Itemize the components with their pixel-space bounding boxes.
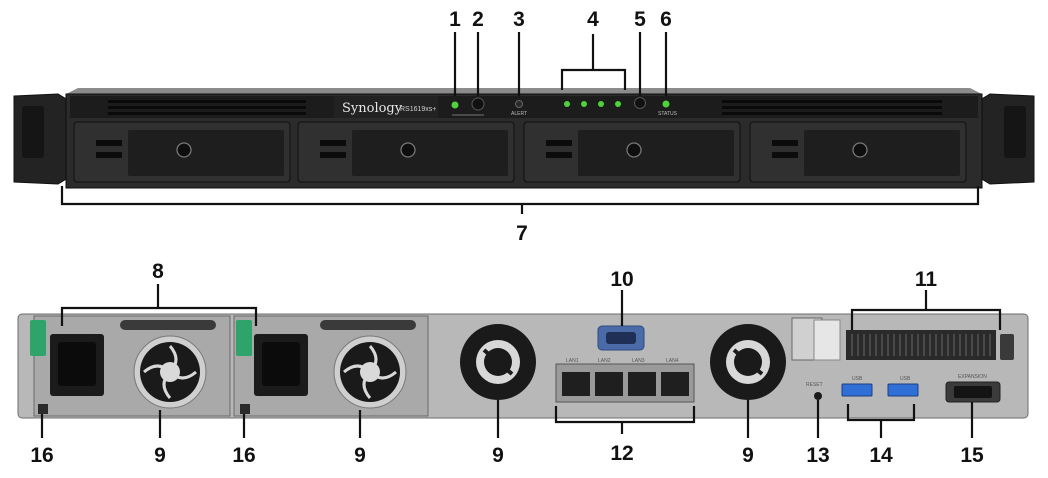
lan-port-4[interactable] bbox=[661, 372, 689, 396]
lan-label-1: LAN1 bbox=[566, 358, 579, 364]
expansion-label: EXPANSION bbox=[958, 374, 987, 380]
drive-led-2 bbox=[581, 101, 587, 107]
psu-handle[interactable] bbox=[120, 320, 216, 330]
usb-label-2: USB bbox=[900, 376, 911, 382]
left-ear-slot bbox=[22, 106, 44, 158]
rear-view: LAN1 LAN2 LAN3 LAN4 bbox=[17, 260, 1029, 467]
lan-port-3[interactable] bbox=[628, 372, 656, 396]
tray-lock-icon[interactable] bbox=[400, 142, 416, 158]
callout-7: 7 bbox=[516, 222, 528, 245]
psu-release-lever[interactable] bbox=[236, 320, 252, 356]
callout-9: 9 bbox=[154, 444, 166, 467]
callout-12: 12 bbox=[610, 442, 633, 465]
callout-5: 5 bbox=[634, 8, 646, 31]
power-button[interactable] bbox=[471, 97, 485, 111]
drive-led-4 bbox=[615, 101, 621, 107]
callout-10: 10 bbox=[610, 268, 633, 291]
rear-leader-lines bbox=[40, 284, 1002, 438]
psu-1 bbox=[30, 315, 231, 417]
tray-lock-icon[interactable] bbox=[176, 142, 192, 158]
callout-14: 14 bbox=[869, 444, 893, 467]
usb-label-1: USB bbox=[852, 376, 863, 382]
callout-16: 16 bbox=[30, 444, 53, 467]
callout-9: 9 bbox=[492, 444, 504, 467]
pcie-slot[interactable] bbox=[791, 317, 1014, 361]
front-view: Synology RS1619xs+ ALERT STATUS bbox=[13, 8, 1035, 245]
callout-16: 16 bbox=[232, 444, 255, 467]
reset-button[interactable] bbox=[814, 392, 822, 400]
front-vent-left bbox=[108, 100, 306, 115]
status-led-label: STATUS bbox=[658, 111, 678, 117]
lan-label-2: LAN2 bbox=[598, 358, 611, 364]
callout-9: 9 bbox=[354, 444, 366, 467]
callout-11: 11 bbox=[915, 268, 938, 291]
front-vent-right bbox=[722, 100, 942, 115]
system-fan-2 bbox=[710, 324, 786, 400]
usb-port-2[interactable] bbox=[887, 383, 919, 397]
callout-9: 9 bbox=[742, 444, 754, 467]
psu-release-lever[interactable] bbox=[30, 320, 46, 356]
system-fan-1 bbox=[460, 324, 536, 400]
drive-tray-3[interactable] bbox=[523, 121, 741, 183]
chassis-top bbox=[66, 88, 982, 94]
console-port[interactable] bbox=[597, 325, 645, 351]
drive-tray-1[interactable] bbox=[73, 121, 291, 183]
lan-port-block: LAN1 LAN2 LAN3 LAN4 bbox=[555, 358, 695, 403]
right-ear-slot bbox=[1004, 106, 1026, 158]
callout-1: 1 bbox=[449, 8, 461, 31]
alert-led bbox=[515, 100, 523, 108]
callout-13: 13 bbox=[806, 444, 829, 467]
status-led bbox=[662, 100, 670, 108]
drive-led-3 bbox=[598, 101, 604, 107]
drive-led-1 bbox=[564, 101, 570, 107]
psu-handle[interactable] bbox=[320, 320, 416, 330]
psu-2 bbox=[233, 315, 429, 417]
callout-3: 3 bbox=[513, 8, 525, 31]
alert-led-label: ALERT bbox=[511, 111, 527, 117]
front-leader-lines bbox=[60, 32, 980, 214]
branding-panel bbox=[334, 96, 438, 118]
callout-6: 6 bbox=[660, 8, 672, 31]
model-label: RS1619xs+ bbox=[400, 106, 436, 113]
callout-15: 15 bbox=[960, 444, 984, 467]
reset-label: RESET bbox=[806, 382, 823, 388]
lan-port-1[interactable] bbox=[562, 372, 590, 396]
power-led bbox=[451, 101, 459, 109]
tray-lock-icon[interactable] bbox=[626, 142, 642, 158]
callout-2: 2 bbox=[472, 8, 484, 31]
lan-port-2[interactable] bbox=[595, 372, 623, 396]
lan-label-3: LAN3 bbox=[632, 358, 645, 364]
lan-label-4: LAN4 bbox=[666, 358, 679, 364]
brand-logo: Synology bbox=[342, 101, 403, 116]
callout-8: 8 bbox=[152, 260, 164, 283]
drive-tray-2[interactable] bbox=[297, 121, 515, 183]
beep-off-button[interactable] bbox=[634, 97, 646, 109]
tray-lock-icon[interactable] bbox=[852, 142, 868, 158]
usb-port-1[interactable] bbox=[841, 383, 873, 397]
drive-tray-4[interactable] bbox=[749, 121, 967, 183]
callout-4: 4 bbox=[587, 8, 599, 31]
